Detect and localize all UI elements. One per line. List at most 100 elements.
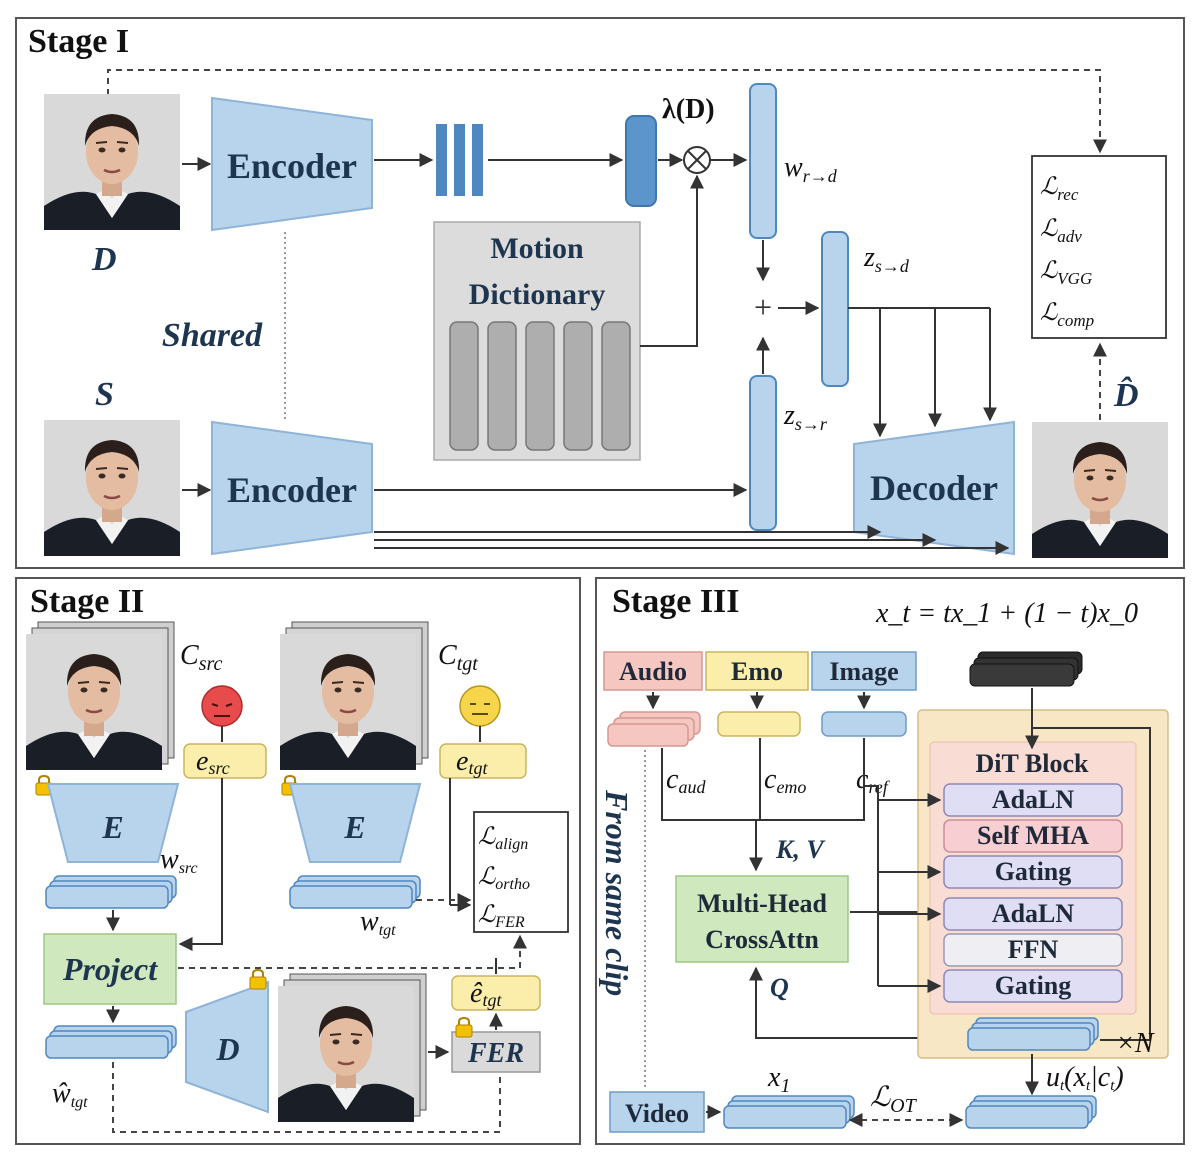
dit-layer-adaln-2 xyxy=(943,897,1123,931)
audio-tag xyxy=(603,651,703,691)
velocity-stack xyxy=(965,1095,1097,1129)
c-aud-sub: aud xyxy=(678,777,706,797)
stage3-title: Stage III xyxy=(612,583,740,620)
w-tgt-stack xyxy=(289,875,421,909)
w-r-d-sub: r→d xyxy=(803,166,838,186)
svg-text:wtgt: wtgt xyxy=(360,906,396,939)
encoder-e-right xyxy=(288,783,422,863)
u-t-label: u xyxy=(1046,1062,1060,1093)
q-label: Q xyxy=(770,973,789,1002)
svg-text:zs→d: zs→d xyxy=(863,242,910,276)
stage1-losses: ℒrec ℒadv ℒVGG ℒcomp xyxy=(1040,174,1094,330)
w-hat-tgt-stack xyxy=(45,1025,177,1059)
decoder-label: Decoder xyxy=(870,468,998,508)
svg-text:cemo: cemo xyxy=(764,764,806,797)
same-clip-label: From same clip xyxy=(599,789,635,996)
z-s-d-vector xyxy=(821,231,849,387)
svg-text:caud: caud xyxy=(666,764,706,797)
w-tgt-sub: tgt xyxy=(379,922,396,939)
svg-text:ℒortho: ℒortho xyxy=(478,864,530,893)
dit-layer-gating-1 xyxy=(943,855,1123,889)
c-src-label: C xyxy=(180,640,199,671)
svg-text:AdaLN: AdaLN xyxy=(992,785,1075,814)
svg-text:Gating: Gating xyxy=(995,857,1072,886)
svg-text:Self MHA: Self MHA xyxy=(977,821,1089,850)
generated-clip-images xyxy=(276,973,427,1124)
z-s-d-sub: s→d xyxy=(875,256,910,276)
audio-label: Audio xyxy=(619,657,687,686)
svg-text:Gating: Gating xyxy=(995,971,1072,1000)
audio-embedding-stack xyxy=(607,711,701,747)
image-embedding xyxy=(821,711,907,737)
svg-text:ut(xt|ct): ut(xt|ct) xyxy=(1046,1062,1124,1094)
motion-dictionary-title-1: Motion xyxy=(490,232,584,265)
w-src-stack xyxy=(45,875,177,909)
video-label: Video xyxy=(625,1099,689,1128)
encoder-e-left xyxy=(46,783,180,863)
e-hat-tgt-sub: tgt xyxy=(482,990,502,1010)
svg-text:x1: x1 xyxy=(767,1062,790,1097)
e-src-box xyxy=(183,743,267,779)
kv-label: K, V xyxy=(775,835,826,864)
z-s-r-label: z xyxy=(783,400,795,431)
svg-text:êtgt: êtgt xyxy=(470,978,502,1010)
c-tgt-sub: tgt xyxy=(457,653,479,675)
encoder-top-label: Encoder xyxy=(227,146,357,186)
target-clip-images xyxy=(278,621,429,772)
stage1-title: Stage I xyxy=(28,23,129,60)
image-tag xyxy=(811,651,917,691)
svg-text:FFN: FFN xyxy=(1008,935,1059,964)
x1-sub: 1 xyxy=(780,1075,790,1097)
svg-text:ℒVGG: ℒVGG xyxy=(1040,258,1092,288)
svg-text:ℒalign: ℒalign xyxy=(478,824,528,853)
e-tgt-box xyxy=(439,743,527,779)
svg-text:cref: cref xyxy=(856,764,891,797)
driving-face-image xyxy=(42,92,182,232)
z-s-r-vector xyxy=(749,375,777,531)
svg-text:wsrc: wsrc xyxy=(160,844,198,877)
svg-text:wr→d: wr→d xyxy=(784,152,838,186)
c-ref-label: c xyxy=(856,764,869,795)
label-d-hat: D̂ xyxy=(1113,375,1139,414)
magnitude-vector xyxy=(625,115,657,207)
e-hat-tgt-label: ê xyxy=(470,978,483,1009)
dit-layer-gating-2 xyxy=(943,969,1123,1003)
fer-label: FER xyxy=(467,1038,524,1069)
svg-text:esrc: esrc xyxy=(196,746,230,778)
stage2-title: Stage II xyxy=(30,583,144,620)
project-box xyxy=(43,933,177,1005)
label-d: D xyxy=(91,241,117,278)
dit-latent-stack xyxy=(967,1017,1099,1051)
project-label: Project xyxy=(62,951,158,987)
w-hat-tgt-sub: tgt xyxy=(71,1094,88,1111)
c-emo-sub: emo xyxy=(776,777,806,797)
stage2-losses: ℒalign ℒortho ℒFER xyxy=(478,824,530,931)
decoder xyxy=(853,420,1015,556)
encoder-e-right-label: E xyxy=(343,809,365,845)
times-n-label: ×N xyxy=(1116,1028,1155,1059)
l-ot-label: ℒ xyxy=(870,1082,891,1113)
lambda-label: λ(D) xyxy=(662,94,715,125)
encoder-top xyxy=(211,96,373,232)
c-ref-sub: ref xyxy=(868,777,890,797)
svg-text:etgt: etgt xyxy=(456,746,488,778)
image-label: Image xyxy=(829,657,898,686)
z-s-d-label: z xyxy=(863,242,875,273)
crossattn-label-2: CrossAttn xyxy=(705,925,819,954)
dit-layer-ffn xyxy=(943,933,1123,967)
noise-stack xyxy=(969,651,1083,687)
shared-label: Shared xyxy=(162,317,263,354)
svg-text:ℒFER: ℒFER xyxy=(478,902,525,931)
svg-text:ŵtgt: ŵtgt xyxy=(52,1078,88,1111)
decoder-d-label: D xyxy=(215,1031,239,1067)
decoder-d xyxy=(185,980,269,1114)
encoder-bottom xyxy=(211,420,373,556)
dit-layer-self-mha xyxy=(943,819,1123,853)
c-src-sub: src xyxy=(199,653,223,675)
feature-bars xyxy=(436,124,483,196)
e-hat-tgt-box xyxy=(451,975,541,1011)
c-aud-label: c xyxy=(666,764,679,795)
flow-equation: x_t = tx_1 + (1 − t)x_0 xyxy=(875,598,1138,629)
z-s-r-sub: s→r xyxy=(795,414,828,434)
